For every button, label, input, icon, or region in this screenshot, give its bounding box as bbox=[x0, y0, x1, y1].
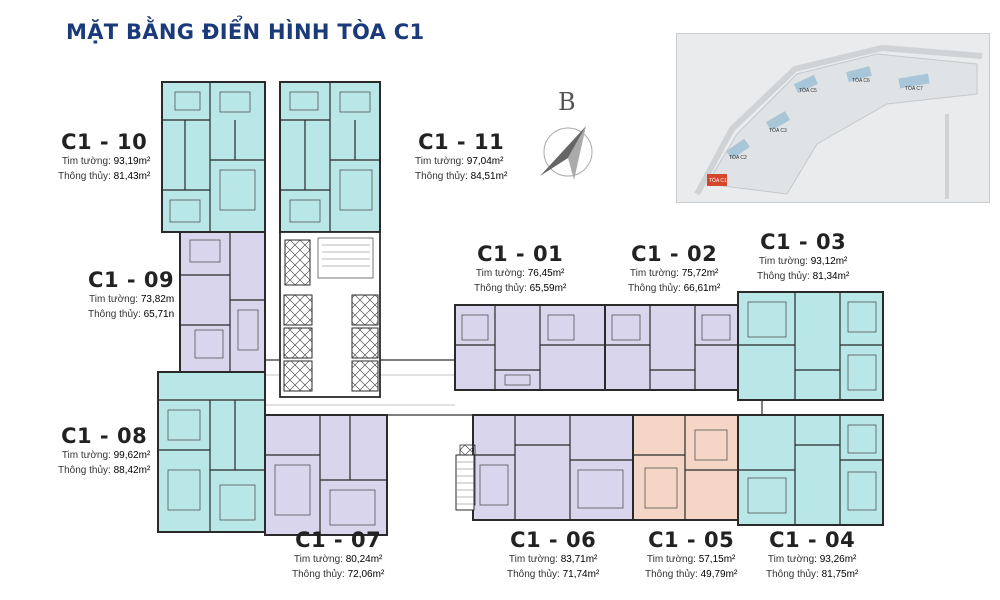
unit-c1-08-plan bbox=[157, 371, 266, 533]
tim-value: 93,12m² bbox=[810, 256, 848, 267]
unit-code: C1 - 10 bbox=[61, 130, 148, 154]
unit-c1-03-plan bbox=[737, 291, 884, 401]
unit-label-c1-07: C1 - 07 Tim tường: 80,24m² Thông thủy: 7… bbox=[292, 528, 384, 582]
tim-label: Tim tường: bbox=[758, 256, 808, 267]
unit-label-c1-10: C1 - 10 Tim tường: 93,19m² Thông thủy: 8… bbox=[58, 130, 150, 184]
thong-label: Thông thủy: bbox=[292, 569, 345, 580]
thong-label: Thông thủy: bbox=[58, 171, 111, 182]
tim-value: 93,26m² bbox=[819, 554, 857, 565]
compass-arrow-icon bbox=[540, 126, 593, 180]
tim-value: 99,62m² bbox=[113, 450, 151, 461]
unit-code: C1 - 05 bbox=[648, 528, 735, 552]
tim-value: 75,72m² bbox=[681, 268, 719, 279]
unit-code: C1 - 03 bbox=[760, 230, 847, 254]
unit-c1-07-plan bbox=[264, 414, 388, 536]
thong-value: 88,42m² bbox=[113, 465, 151, 476]
core-elevators bbox=[279, 231, 381, 398]
unit-c1-05-plan bbox=[632, 414, 739, 521]
keymap-label-c2: TÒA C2 bbox=[729, 154, 747, 161]
thong-label: Thông thủy: bbox=[474, 283, 527, 294]
unit-code: C1 - 01 bbox=[477, 242, 564, 266]
thong-label: Thông thủy: bbox=[766, 569, 819, 580]
thong-value: 66,61m² bbox=[683, 283, 721, 294]
thong-value: 65,59m² bbox=[529, 283, 567, 294]
thong-value: 72,06m² bbox=[347, 569, 385, 580]
unit-label-c1-05: C1 - 05 Tim tường: 57,15m² Thông thủy: 4… bbox=[645, 528, 737, 582]
thong-value: 81,34m² bbox=[812, 271, 850, 282]
tim-label: Tim tường: bbox=[508, 554, 558, 565]
unit-code: C1 - 11 bbox=[418, 130, 505, 154]
keymap-label-c6: TÒA C6 bbox=[852, 77, 870, 84]
tim-label: Tim tường: bbox=[61, 450, 111, 461]
unit-label-c1-04: C1 - 04 Tim tường: 93,26m² Thông thủy: 8… bbox=[766, 528, 858, 582]
page-title: MẶT BẰNG ĐIỂN HÌNH TÒA C1 bbox=[66, 20, 425, 44]
unit-label-c1-08: C1 - 08 Tim tường: 99,62m² Thông thủy: 8… bbox=[58, 424, 150, 478]
tim-label: Tim tường: bbox=[61, 156, 111, 167]
thong-value: 71,74m² bbox=[562, 569, 600, 580]
tim-label: Tim tường: bbox=[415, 156, 464, 167]
thong-value: 65,71n bbox=[143, 309, 175, 320]
unit-label-c1-06: C1 - 06 Tim tường: 83,71m² Thông thủy: 7… bbox=[507, 528, 599, 582]
tim-value: 57,15m² bbox=[698, 554, 736, 565]
tim-value: 80,24m² bbox=[345, 554, 383, 565]
north-label: B bbox=[558, 88, 576, 116]
tim-label: Tim tường: bbox=[89, 294, 139, 305]
unit-label-c1-01: C1 - 01 Tim tường: 76,45m² Thông thủy: 6… bbox=[474, 242, 566, 296]
unit-c1-10-plan bbox=[161, 81, 266, 233]
thong-label: Thông thủy: bbox=[645, 569, 698, 580]
thong-label: Thông thủy: bbox=[88, 309, 141, 320]
unit-c1-11-plan bbox=[279, 81, 381, 233]
unit-c1-01-plan bbox=[454, 304, 606, 391]
thong-value: 49,79m² bbox=[700, 569, 738, 580]
keymap-label-c1: TÒA C1 bbox=[709, 177, 727, 184]
unit-c1-06-plan bbox=[459, 414, 634, 521]
thong-value: 84,51m² bbox=[470, 171, 508, 182]
tim-label: Tim tường: bbox=[767, 554, 817, 565]
unit-label-c1-11: C1 - 11 Tim tường: 97,04m² Thông thủy: 8… bbox=[415, 130, 507, 184]
keymap-label-c3: TÒA C3 bbox=[769, 127, 787, 134]
unit-code: C1 - 08 bbox=[61, 424, 148, 448]
unit-c1-09-plan bbox=[179, 231, 266, 373]
thong-label: Thông thủy: bbox=[58, 465, 111, 476]
thong-value: 81,43m² bbox=[113, 171, 151, 182]
unit-label-c1-02: C1 - 02 Tim tường: 75,72m² Thông thủy: 6… bbox=[628, 242, 720, 296]
unit-code: C1 - 07 bbox=[295, 528, 382, 552]
unit-label-c1-09: C1 - 09 Tim tường: 73,82m Thông thủy: 65… bbox=[88, 268, 174, 322]
keymap-label-c5: TÒA C5 bbox=[799, 87, 817, 94]
tim-value: 76,45m² bbox=[527, 268, 565, 279]
unit-c1-02-plan bbox=[604, 304, 739, 391]
thong-label: Thông thủy: bbox=[628, 283, 681, 294]
unit-c1-04-plan bbox=[737, 414, 884, 526]
tim-value: 83,71m² bbox=[560, 554, 598, 565]
north-compass: B bbox=[530, 88, 605, 193]
site-key-map: TÒA C5 TÒA C6 TÒA C7 TÒA C3 TÒA C2 TÒA C… bbox=[676, 33, 990, 203]
tim-value: 93,19m² bbox=[113, 156, 151, 167]
tim-value: 73,82m bbox=[140, 294, 175, 305]
tim-label: Tim tường: bbox=[293, 554, 343, 565]
thong-value: 81,75m² bbox=[821, 569, 859, 580]
thong-label: Thông thủy: bbox=[507, 569, 560, 580]
tim-label: Tim tường: bbox=[629, 268, 679, 279]
keymap-label-c7: TÒA C7 bbox=[905, 85, 923, 92]
site-map-graphic: TÒA C5 TÒA C6 TÒA C7 TÒA C3 TÒA C2 TÒA C… bbox=[677, 34, 989, 202]
unit-code: C1 - 04 bbox=[769, 528, 856, 552]
unit-code: C1 - 02 bbox=[631, 242, 718, 266]
unit-code: C1 - 06 bbox=[510, 528, 597, 552]
unit-label-c1-03: C1 - 03 Tim tường: 93,12m² Thông thủy: 8… bbox=[757, 230, 849, 284]
tim-label: Tim tường: bbox=[475, 268, 525, 279]
tim-label: Tim tường: bbox=[646, 554, 696, 565]
thong-label: Thông thủy: bbox=[757, 271, 810, 282]
unit-code: C1 - 09 bbox=[88, 268, 175, 292]
tim-value: 97,04m² bbox=[466, 156, 504, 167]
thong-label: Thông thủy: bbox=[415, 171, 468, 182]
